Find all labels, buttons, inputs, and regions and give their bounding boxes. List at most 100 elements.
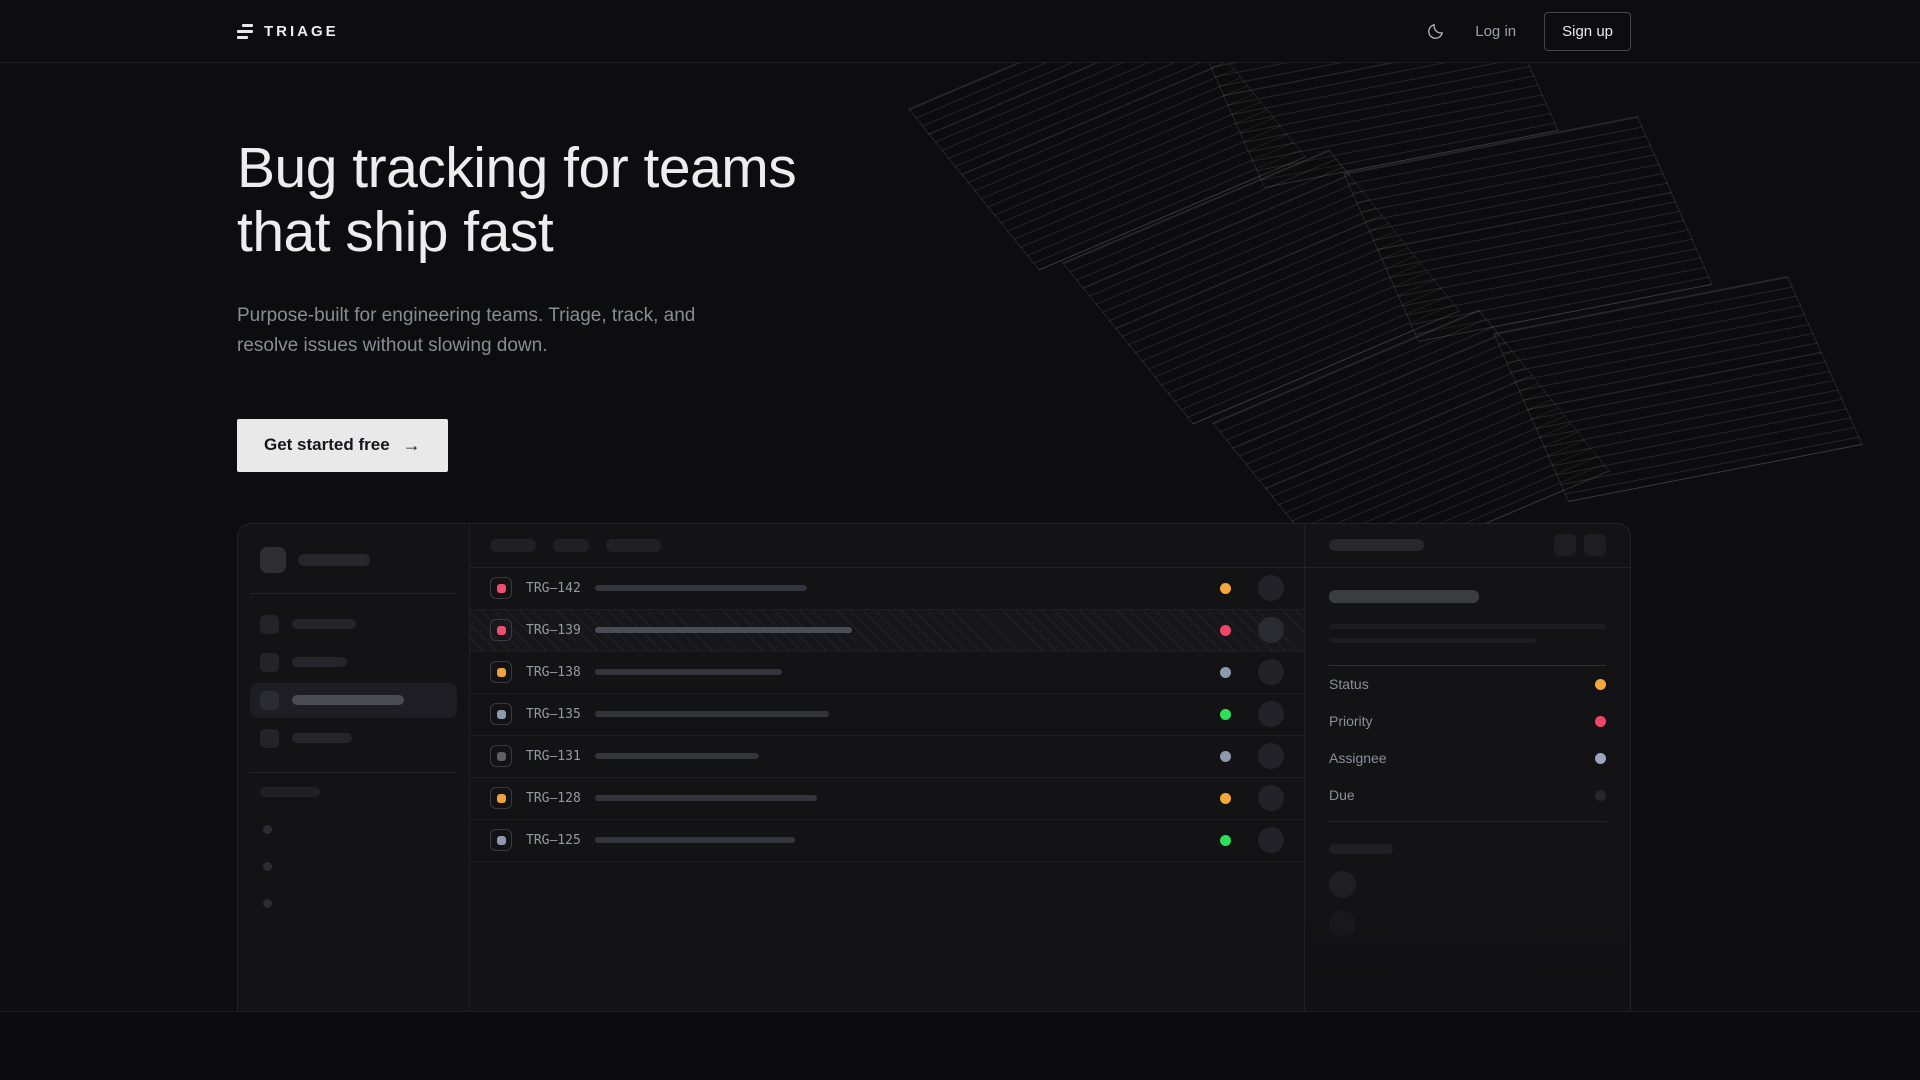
detail-description-skeleton — [1329, 623, 1606, 629]
detail-title-skeleton — [1329, 589, 1479, 603]
divider — [1329, 820, 1606, 822]
arrow-right-icon: → — [402, 434, 421, 455]
property-value-dot — [1595, 715, 1606, 727]
issue-type-icon — [490, 829, 512, 852]
sidebar-nav-item-skeleton — [250, 721, 457, 756]
issue-title-skeleton — [594, 669, 782, 676]
nav-icon-skeleton — [260, 728, 279, 748]
issue-title-skeleton — [594, 627, 852, 634]
assignee-avatar-skeleton — [1258, 575, 1284, 602]
issue-type-dot — [496, 793, 506, 803]
nav-icon-skeleton — [260, 614, 279, 634]
issue-id: TRG–139 — [526, 622, 581, 638]
issue-title-skeleton — [594, 795, 817, 802]
issue-type-icon — [490, 661, 512, 684]
property-label: Status — [1329, 676, 1369, 693]
issue-row: TRG–139 — [470, 609, 1304, 652]
divider — [250, 592, 457, 594]
property-label: Priority — [1329, 713, 1373, 730]
issue-id: TRG–131 — [526, 748, 581, 764]
triage-bars-icon — [237, 23, 253, 39]
issue-status-dot — [1220, 834, 1231, 846]
issue-status-dot — [1220, 624, 1231, 636]
sidebar-list-dot-skeleton — [263, 861, 272, 871]
issue-type-icon — [490, 619, 512, 642]
app-preview-card: TRG–142 TRG–139 TRG–138 TRG–135 — [237, 522, 1631, 1011]
get-started-button[interactable]: Get started free → — [237, 418, 448, 472]
nav-label-skeleton — [292, 657, 347, 668]
issue-title-skeleton — [594, 753, 759, 760]
detail-header — [1305, 524, 1630, 568]
sidebar-nav-item-skeleton-active — [250, 682, 457, 718]
assignee-avatar-skeleton — [1258, 659, 1284, 686]
nav-label-skeleton — [292, 619, 356, 630]
issue-type-dot — [496, 709, 506, 719]
issue-list-header — [470, 524, 1304, 568]
cta-label: Get started free — [264, 435, 390, 455]
issue-type-dot — [496, 751, 506, 761]
issue-type-dot — [496, 667, 506, 677]
filter-pill-skeleton — [490, 538, 536, 552]
sidebar-nav-item-skeleton — [250, 645, 457, 680]
assignee-avatar-skeleton — [1258, 701, 1284, 728]
issue-row: TRG–125 — [470, 820, 1304, 862]
detail-description-skeleton — [1329, 637, 1537, 643]
assignee-avatar-skeleton — [1258, 785, 1284, 812]
divider — [1329, 664, 1606, 666]
top-nav: TRIAGE Log in Sign up — [0, 0, 1920, 63]
property-row: Status — [1329, 666, 1606, 703]
issue-type-dot — [496, 835, 506, 845]
filter-pill-skeleton — [606, 538, 661, 552]
property-row: Priority — [1329, 703, 1606, 740]
preview-sidebar — [238, 523, 470, 1011]
divider — [250, 771, 457, 773]
issue-id: TRG–125 — [526, 832, 581, 848]
theme-toggle-button[interactable] — [1424, 20, 1447, 43]
filter-pill-skeleton — [553, 538, 589, 552]
footer-section — [0, 1012, 1920, 1078]
comment-avatar-skeleton — [1329, 909, 1356, 937]
nav-label-skeleton — [292, 733, 352, 744]
issue-type-icon — [490, 745, 512, 768]
brand-name: TRIAGE — [264, 22, 339, 40]
issue-type-icon — [490, 577, 512, 600]
issue-id: TRG–142 — [526, 580, 581, 596]
issue-row: TRG–138 — [470, 652, 1304, 694]
issue-list: TRG–142 TRG–139 TRG–138 TRG–135 — [470, 568, 1304, 862]
detail-section-label-skeleton — [1329, 843, 1393, 854]
nav-label-skeleton — [292, 695, 404, 706]
issue-id: TRG–128 — [526, 790, 581, 806]
issue-title-skeleton — [594, 837, 795, 844]
issue-type-dot — [496, 583, 506, 593]
hero-section: Bug tracking for teams that ship fast Pu… — [0, 63, 1920, 1012]
property-value-dot — [1595, 789, 1606, 801]
issue-title-skeleton — [594, 585, 807, 592]
brand-logo[interactable]: TRIAGE — [237, 23, 339, 40]
issue-row: TRG–142 — [470, 568, 1304, 610]
login-link[interactable]: Log in — [1475, 22, 1517, 40]
hero-title-line1: Bug tracking for teams — [237, 136, 797, 200]
assignee-avatar-skeleton — [1258, 827, 1284, 854]
property-label: Assignee — [1329, 750, 1387, 767]
comment-avatar-skeleton — [1329, 870, 1356, 898]
issue-list-panel: TRG–142 TRG–139 TRG–138 TRG–135 — [470, 524, 1304, 1011]
detail-header-skeleton — [1329, 539, 1424, 552]
issue-id: TRG–138 — [526, 664, 581, 680]
issue-status-dot — [1220, 708, 1231, 720]
sidebar-section-label-skeleton — [260, 786, 320, 797]
issue-row: TRG–131 — [470, 736, 1304, 778]
property-row: Due — [1329, 777, 1606, 814]
detail-action-button-skeleton — [1584, 534, 1606, 557]
signup-button[interactable]: Sign up — [1544, 11, 1631, 51]
issue-title-skeleton — [594, 711, 829, 718]
property-value-dot — [1595, 752, 1606, 764]
issue-id: TRG–135 — [526, 706, 581, 722]
issue-status-dot — [1220, 792, 1231, 804]
issue-status-dot — [1220, 750, 1231, 762]
issue-status-dot — [1220, 582, 1231, 594]
hero-subtitle: Purpose-built for engineering teams. Tri… — [237, 304, 696, 357]
property-row: Assignee — [1329, 740, 1606, 777]
detail-properties: Status Priority Assignee Due — [1329, 666, 1606, 814]
nav-icon-skeleton — [260, 652, 279, 672]
moon-icon — [1426, 22, 1445, 41]
